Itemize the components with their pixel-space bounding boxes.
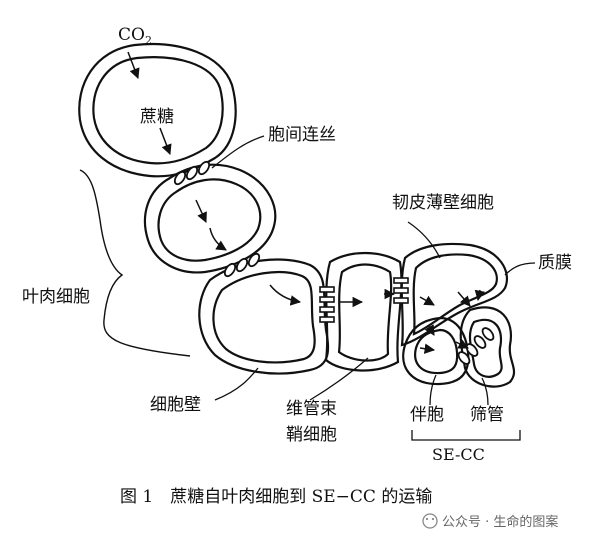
wechat-icon: [422, 513, 438, 529]
plasmodesmata-set-3: [319, 286, 335, 323]
bundle-sheath-label-2: 鞘细胞: [286, 425, 337, 445]
mesophyll-cell-3: [198, 258, 330, 375]
se-cc-label: SE-CC: [432, 445, 485, 464]
transport-arrows: [127, 51, 486, 354]
mesophyll-cell-2: [143, 163, 277, 274]
wechat-icon-eye-left: [425, 517, 429, 521]
sucrose-label: 蔗糖: [140, 107, 174, 127]
bundle-sheath-cell: [324, 252, 403, 372]
plasmodesmata-set-2: [223, 252, 261, 278]
plasmodesmata-label: 胞间连丝: [268, 125, 336, 145]
plasma-membrane-label: 质膜: [538, 253, 572, 273]
sieve-tube-label: 筛管: [470, 405, 504, 425]
leader-lines: [211, 135, 536, 406]
figure-caption: 图 1 蔗糖自叶肉细胞到 SE−CC 的运输: [120, 487, 432, 507]
watermark-text: 公众号 · 生命的图案: [442, 514, 558, 530]
mesophyll-label: 叶肉细胞: [22, 287, 90, 307]
mesophyll-brace: [79, 169, 191, 357]
plasmodesmata-set-1: [173, 160, 211, 186]
plasmodesmata-set-4: [393, 277, 409, 304]
phloem-parenchyma-label: 韧皮薄壁细胞: [392, 193, 494, 213]
companion-cell-label: 伴胞: [410, 405, 444, 425]
cell-wall-label: 细胞壁: [150, 395, 201, 415]
phloem-parenchyma-cell: [400, 242, 508, 347]
watermark: 公众号 · 生命的图案: [422, 513, 558, 530]
plasmodesmata-set-5: [457, 327, 495, 365]
se-cc-bracket: [411, 430, 521, 441]
co2-label: CO2: [118, 25, 152, 47]
wechat-icon-eye-right: [431, 517, 435, 521]
bundle-sheath-label-1: 维管束: [286, 399, 337, 419]
